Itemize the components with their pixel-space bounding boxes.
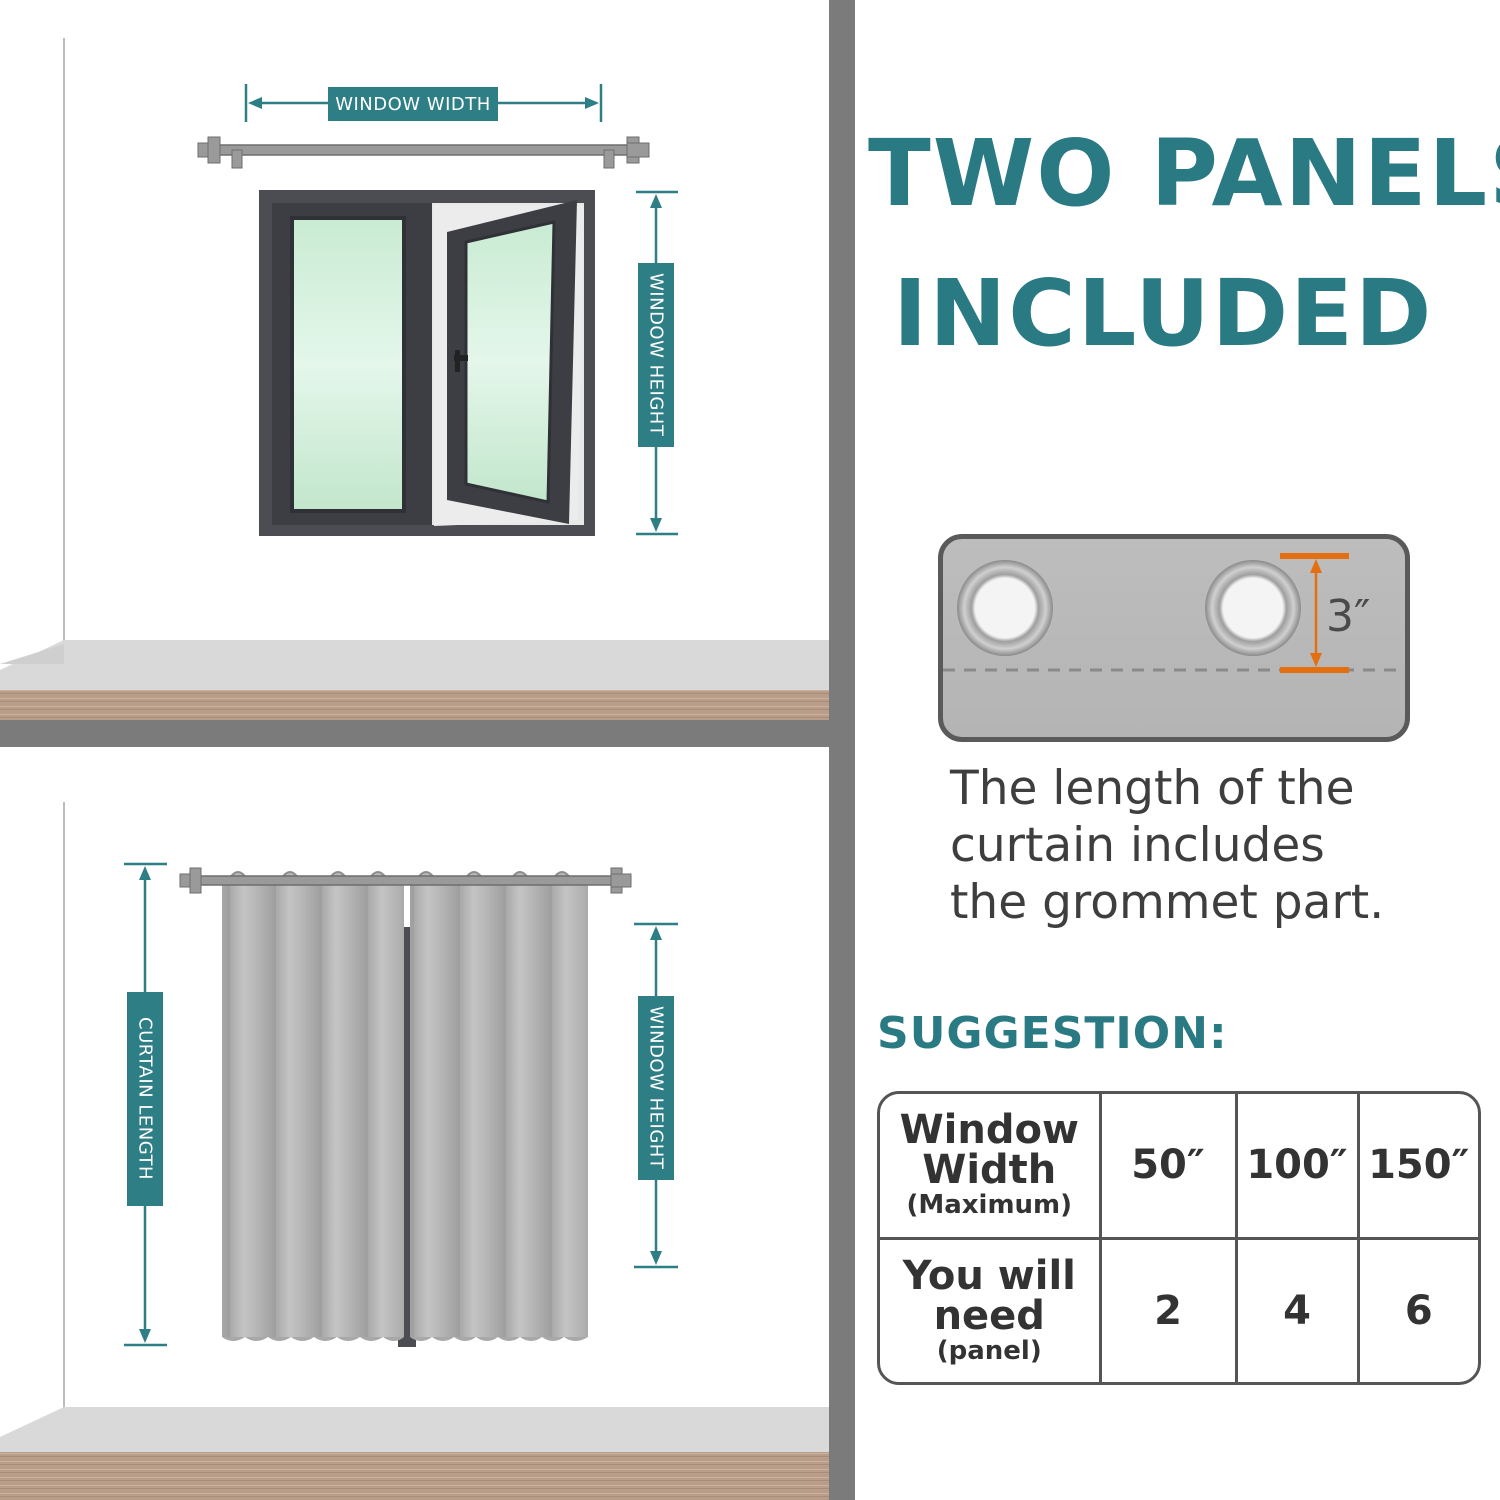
panels-needed-header: You will need (panel): [880, 1236, 1102, 1382]
note-line-3: the grommet part.: [950, 875, 1385, 930]
grommet-detail: 3″: [938, 534, 1410, 742]
note-line-2: curtain includes: [950, 818, 1325, 873]
width-cell: 100″: [1234, 1094, 1360, 1240]
table-row: You will need (panel) 2 4 6: [880, 1236, 1478, 1382]
row-header-sub: (Maximum): [906, 1190, 1073, 1221]
horizontal-divider: [0, 720, 829, 747]
row-header-sub: (panel): [936, 1335, 1042, 1366]
window-width-header: Window Width (Maximum): [880, 1094, 1102, 1240]
row-header-main: need: [933, 1292, 1045, 1339]
width-cell: 50″: [1098, 1094, 1238, 1240]
window-width-label: WINDOW WIDTH: [328, 87, 498, 121]
window-height-label: WINDOW HEIGHT: [638, 263, 674, 447]
row-header-main: Window: [899, 1107, 1079, 1154]
grommet-measure: 3″: [1326, 591, 1371, 642]
window-height-label-bottom: WINDOW HEIGHT: [638, 996, 674, 1180]
table-row: Window Width (Maximum) 50″ 100″ 150″: [880, 1094, 1478, 1240]
grommet-art: [943, 553, 1405, 673]
curtain-diagram-scene: CURTAIN LENGTH WINDOW HEIGHT: [0, 747, 829, 1500]
width-cell: 150″: [1356, 1094, 1478, 1240]
window-diagram-art: [0, 38, 829, 747]
vertical-divider: [829, 0, 855, 1500]
window-diagram-scene: WINDOW WIDTH WINDOW HEIGHT: [0, 0, 829, 747]
panel-count-cell: 4: [1234, 1236, 1360, 1382]
headline-line-2: INCLUDED: [893, 260, 1434, 367]
row-header-main: You will: [902, 1252, 1076, 1299]
row-header-main: Width: [922, 1147, 1057, 1194]
panel-count-cell: 6: [1356, 1236, 1478, 1382]
panel-count-cell: 2: [1098, 1236, 1238, 1382]
curtain-length-label: CURTAIN LENGTH: [127, 992, 163, 1206]
length-note: The length of the curtain includes the g…: [950, 760, 1470, 931]
suggestion-title: SUGGESTION:: [877, 1008, 1228, 1059]
suggestion-table: Window Width (Maximum) 50″ 100″ 150″ You…: [877, 1091, 1481, 1385]
headline-line-1: TWO PANELS: [868, 120, 1500, 227]
note-line-1: The length of the: [950, 761, 1355, 816]
curtain-diagram-art: [0, 802, 829, 1500]
